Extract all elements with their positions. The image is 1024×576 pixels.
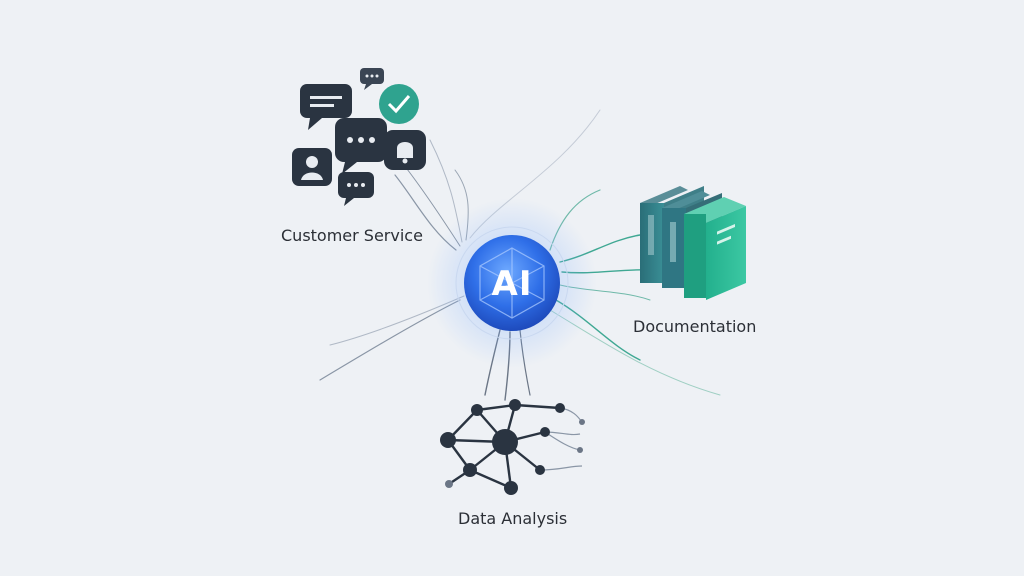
documentation-label: Documentation bbox=[633, 317, 757, 336]
chat-bubbles-icon bbox=[292, 68, 426, 206]
books-icon bbox=[640, 186, 746, 300]
network-graph-icon bbox=[440, 399, 585, 495]
data-analysis-label: Data Analysis bbox=[458, 509, 568, 528]
ai-hub bbox=[427, 198, 597, 368]
customer-service-label: Customer Service bbox=[281, 226, 423, 245]
hub-label: AI bbox=[491, 264, 533, 304]
gem-icon bbox=[479, 247, 545, 319]
